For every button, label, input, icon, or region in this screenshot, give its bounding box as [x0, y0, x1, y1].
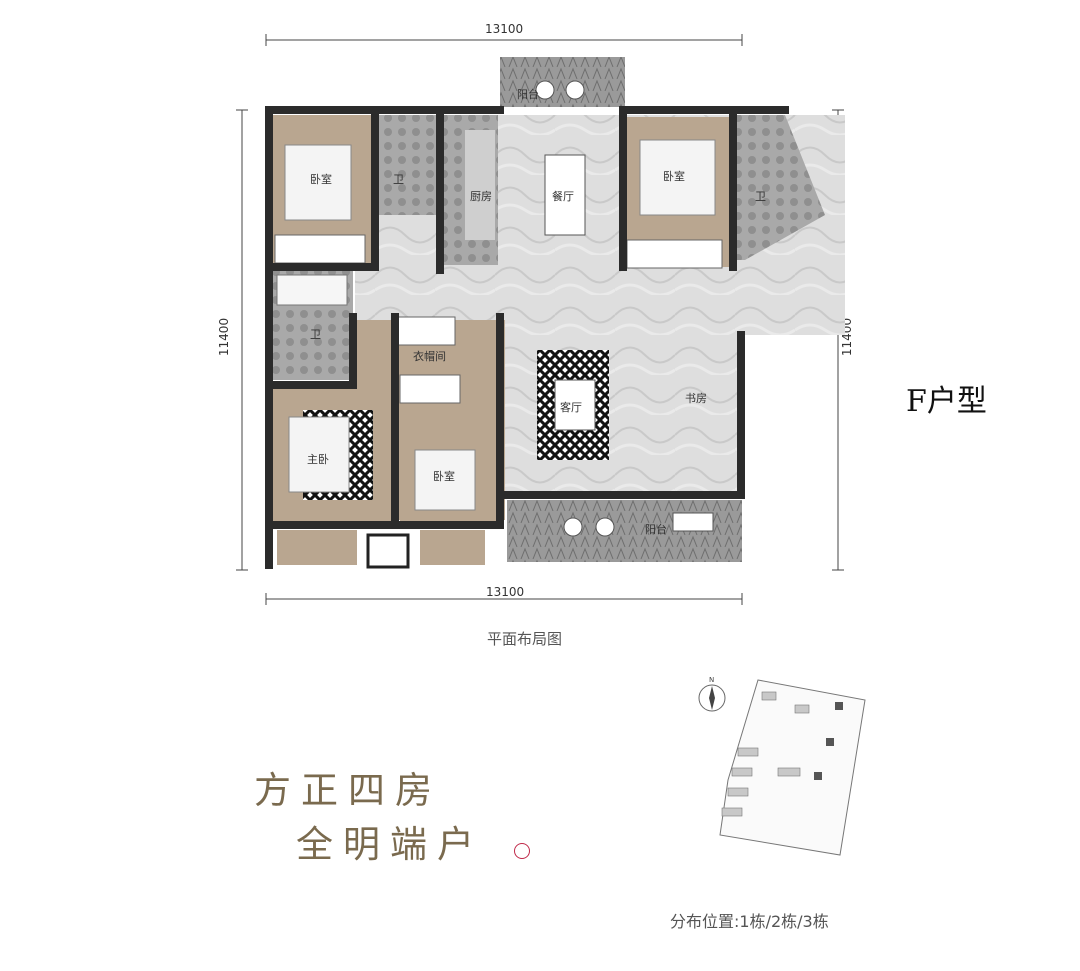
room-label-balcony-n: 阳台	[517, 87, 539, 101]
room-label-closet: 衣帽间	[413, 349, 446, 363]
room-label-bedroom-s: 卧室	[433, 469, 455, 483]
room-label-dining: 餐厅	[552, 189, 574, 203]
dimension-bottom	[265, 593, 743, 605]
slogan-line-1: 方正四房	[254, 769, 442, 812]
room-label-living: 客厅	[560, 400, 582, 414]
compass-label: N	[709, 676, 714, 684]
unit-type-title: F户型	[906, 384, 987, 419]
room-label-bedroom-ne: 卧室	[663, 169, 685, 183]
dimension-left-label: 11400	[217, 317, 232, 357]
dimension-top-label: 13100	[485, 22, 524, 36]
room-label-bedroom-nw: 卧室	[310, 172, 332, 186]
room-label-kitchen: 厨房	[470, 190, 492, 203]
plan-caption: 平面布局图	[487, 630, 563, 648]
dimension-top	[265, 34, 743, 46]
circle-mark-icon	[514, 843, 530, 859]
room-label-bath-nw: 卫	[393, 173, 404, 186]
room-label-bath-w: 卫	[310, 328, 321, 341]
room-label-bath-ne: 卫	[755, 190, 766, 203]
room-label-master: 主卧	[307, 453, 329, 466]
floor-plan: 卧室 卫 厨房 餐厅 阳台 卧室 卫 卫 衣帽间 客厅 书房 主卧 卧室 阳台	[265, 57, 845, 569]
distribution-text: 分布位置:1栋/2栋/3栋	[670, 912, 829, 931]
dimension-left	[236, 109, 248, 571]
room-label-study: 书房	[685, 392, 707, 405]
room-label-balcony-s: 阳台	[645, 522, 667, 536]
site-map: N	[698, 676, 866, 856]
slogan-line-2: 全明端户	[296, 823, 484, 866]
balcony-north	[500, 57, 625, 107]
dimension-bottom-label: 13100	[486, 585, 525, 599]
